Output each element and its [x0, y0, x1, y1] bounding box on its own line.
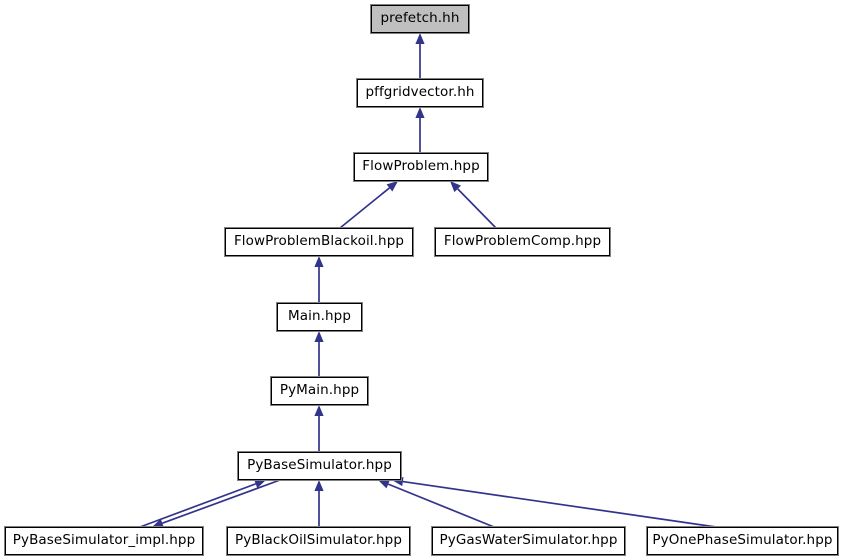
- graph-edge: [152, 479, 281, 528]
- edge-arrowhead: [378, 479, 390, 489]
- graph-node-label: PyGasWaterSimulator.hpp: [439, 532, 618, 549]
- edge-arrowhead: [314, 331, 324, 342]
- graph-node-pffgridvector[interactable]: pffgridvector.hh: [356, 78, 484, 108]
- edge-arrowhead: [254, 479, 266, 489]
- edge-arrowhead: [386, 181, 398, 192]
- graph-node-flowproblemblackoil[interactable]: FlowProblemBlackoil.hpp: [224, 227, 414, 257]
- graph-node-label: pffgridvector.hh: [365, 84, 475, 101]
- graph-edge: [314, 480, 324, 527]
- edge-arrowhead: [415, 33, 425, 44]
- graph-edge: [415, 107, 425, 153]
- graph-node-label: PyMain.hpp: [279, 382, 360, 399]
- edge-arrowhead: [314, 256, 324, 267]
- graph-node-flowproblem[interactable]: FlowProblem.hpp: [353, 152, 489, 182]
- graph-node-pybasesimulator[interactable]: PyBaseSimulator.hpp: [237, 451, 402, 481]
- graph-edge: [415, 33, 425, 79]
- graph-node-label: PyBaseSimulator.hpp: [247, 457, 392, 474]
- edge-arrowhead: [152, 518, 164, 528]
- graph-node-pymain[interactable]: PyMain.hpp: [270, 376, 369, 406]
- graph-node-label: FlowProblem.hpp: [362, 158, 480, 175]
- edge-arrowhead: [314, 405, 324, 416]
- graph-node-label: PyBlackOilSimulator.hpp: [235, 532, 402, 549]
- graph-edge: [392, 477, 717, 528]
- graph-edge: [378, 479, 495, 528]
- graph-node-label: FlowProblemComp.hpp: [443, 233, 602, 250]
- graph-node-pyonephasesimulator[interactable]: PyOnePhaseSimulator.hpp: [646, 526, 839, 556]
- edge-arrowhead: [314, 480, 324, 491]
- graph-edge: [450, 181, 497, 229]
- graph-edge: [314, 256, 324, 303]
- graph-edge: [139, 479, 266, 528]
- graph-node-pyblackoilsimulator[interactable]: PyBlackOilSimulator.hpp: [226, 526, 411, 556]
- graph-node-prefetch[interactable]: prefetch.hh: [370, 4, 470, 34]
- graph-edge: [339, 181, 398, 229]
- graph-edge: [314, 331, 324, 377]
- graph-node-pybasesimulator_impl[interactable]: PyBaseSimulator_impl.hpp: [4, 526, 204, 556]
- graph-node-label: PyOnePhaseSimulator.hpp: [652, 532, 833, 549]
- graph-node-label: Main.hpp: [287, 308, 351, 325]
- graph-node-main[interactable]: Main.hpp: [276, 302, 363, 332]
- graph-node-flowproblemcomp[interactable]: FlowProblemComp.hpp: [434, 227, 611, 257]
- graph-node-label: FlowProblemBlackoil.hpp: [233, 233, 405, 250]
- graph-node-pygaswatersimulator[interactable]: PyGasWaterSimulator.hpp: [431, 526, 626, 556]
- graph-edge: [314, 405, 324, 452]
- edge-arrowhead: [450, 181, 461, 193]
- graph-node-label: PyBaseSimulator_impl.hpp: [12, 532, 196, 549]
- edge-arrowhead: [415, 107, 425, 118]
- graph-node-label: prefetch.hh: [380, 10, 460, 27]
